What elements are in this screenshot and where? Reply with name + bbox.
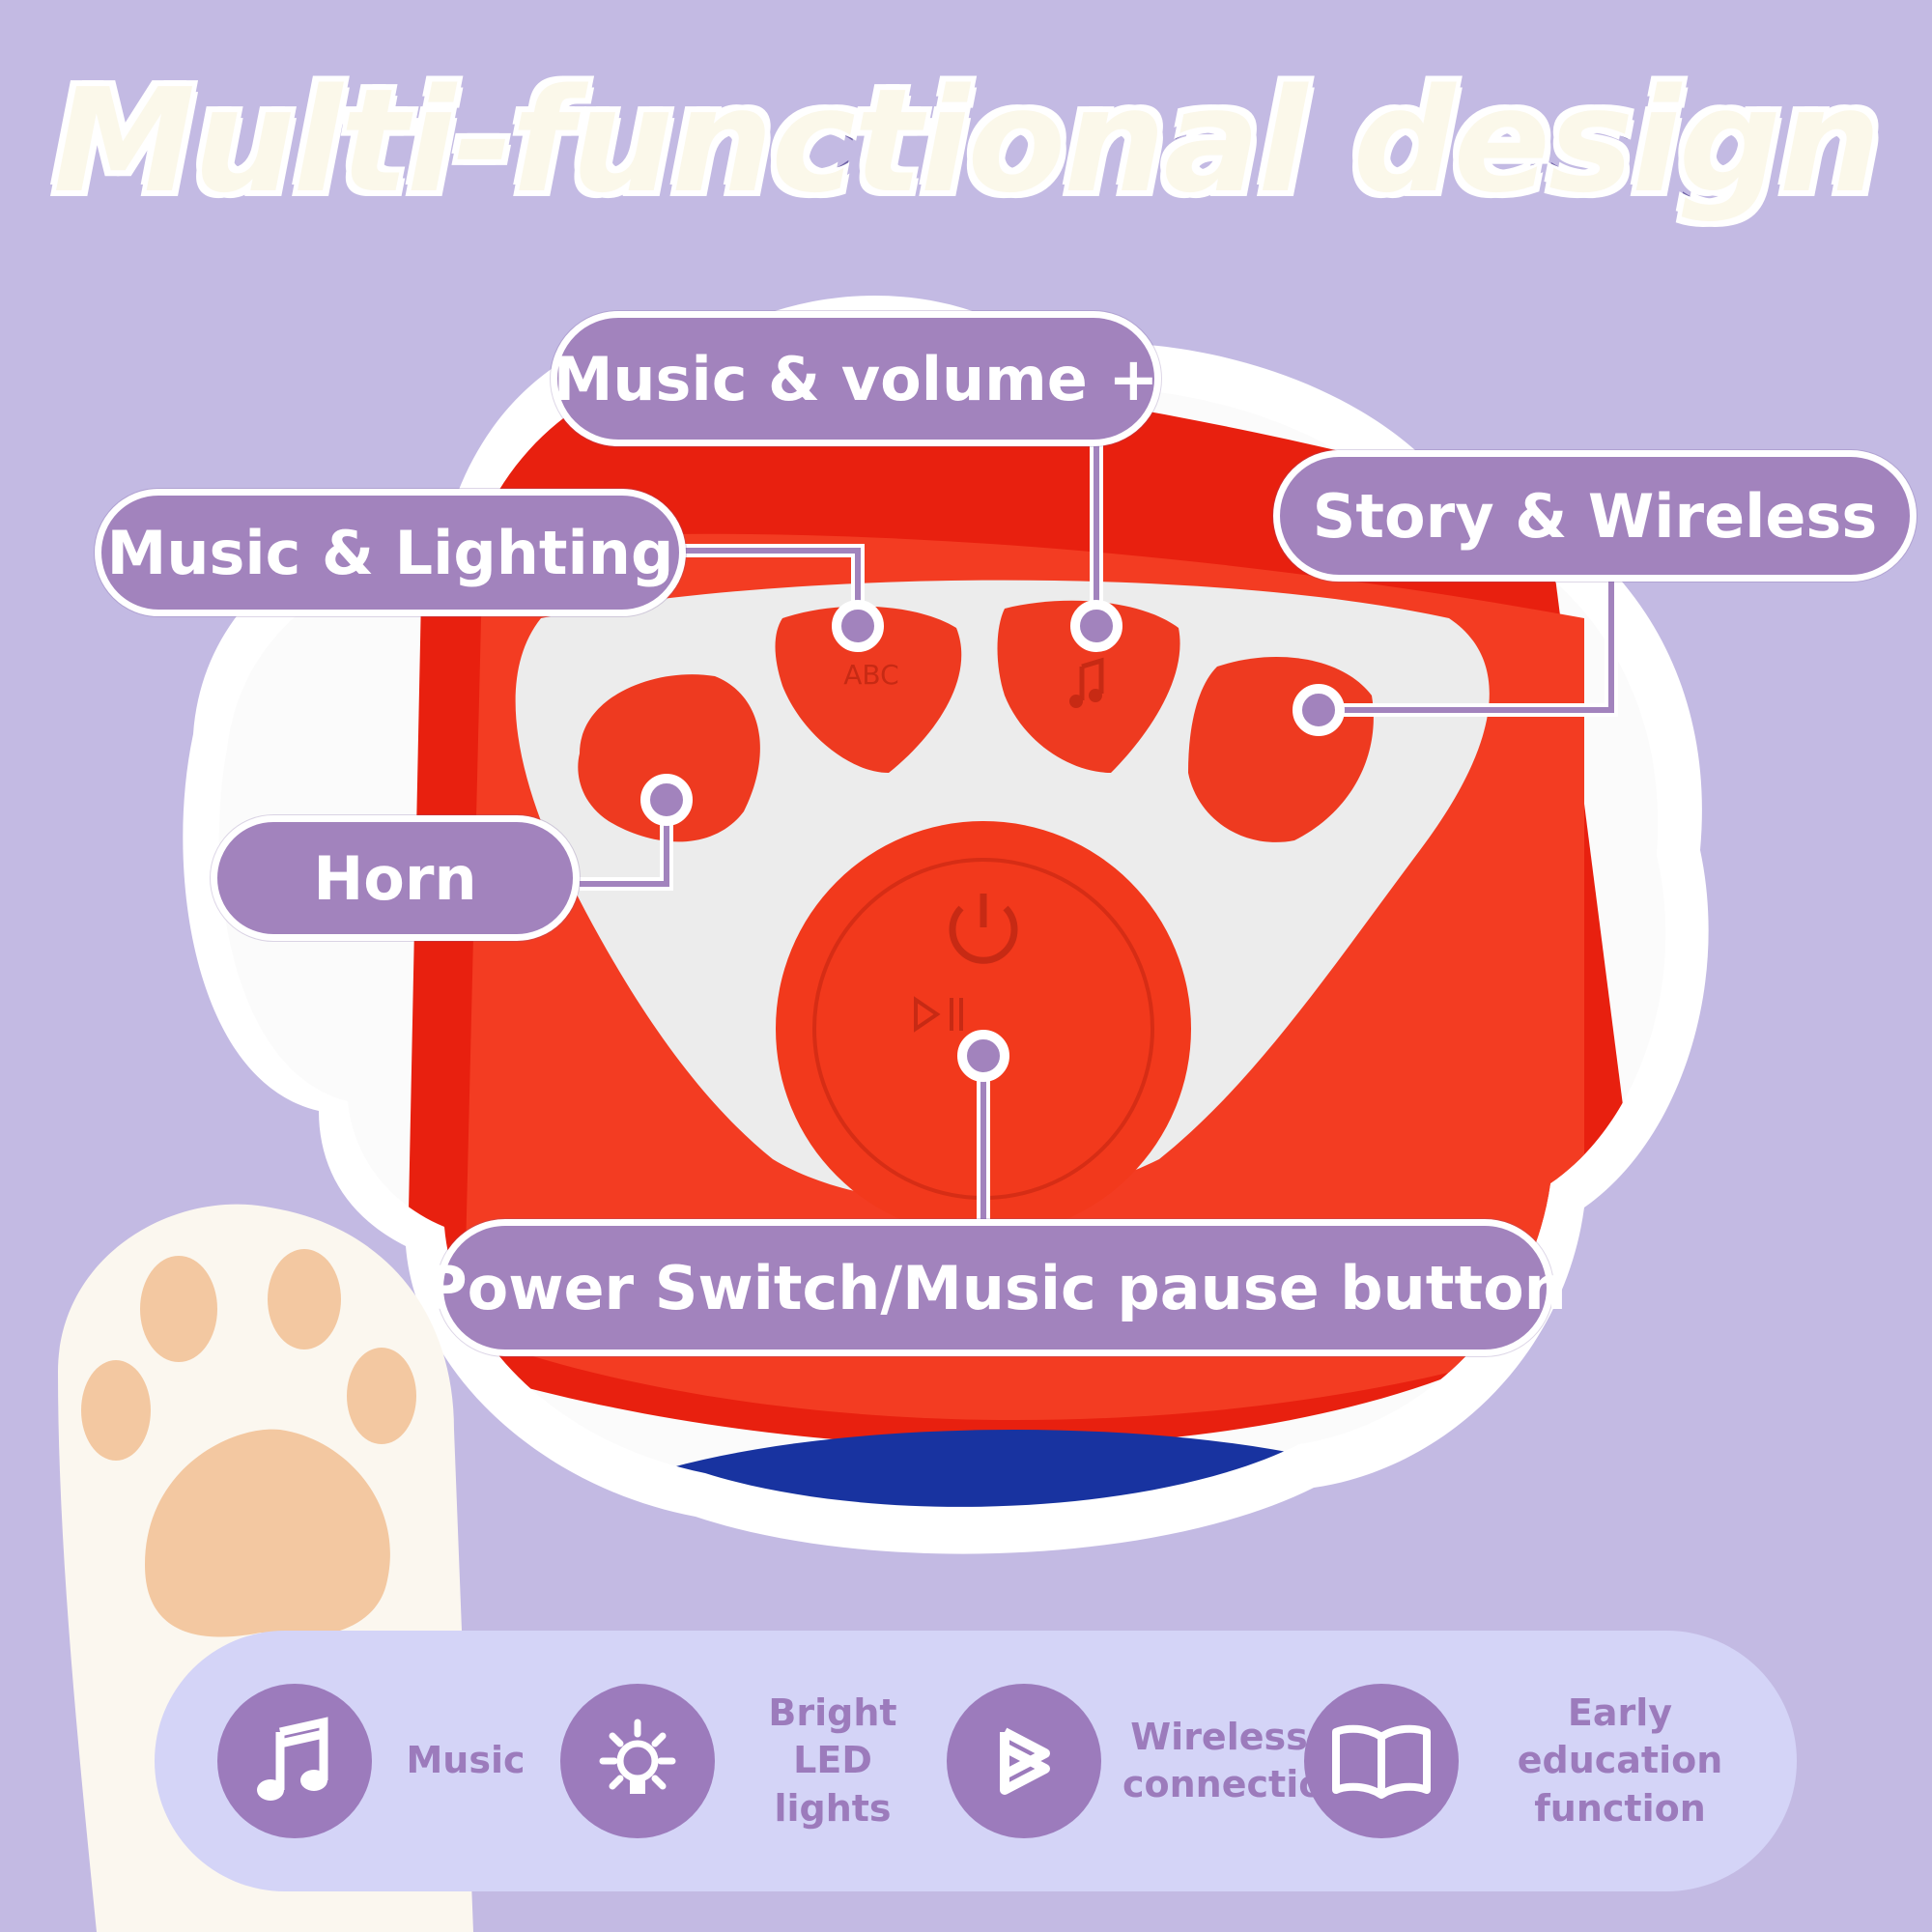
- feature-label: function: [1534, 1786, 1706, 1830]
- feature-bar: Music: [155, 1631, 1797, 1891]
- label-music-volume: Music & volume +: [551, 311, 1161, 446]
- music-volume-button: [997, 600, 1180, 773]
- paw-toe-pad: [268, 1249, 341, 1350]
- label-horn: Horn: [211, 815, 580, 941]
- feature-led: Bright LED lights: [560, 1631, 929, 1891]
- feature-education: Early education function: [1304, 1631, 1760, 1891]
- paw-toe-pad: [347, 1348, 416, 1444]
- lightbulb-icon: [560, 1684, 715, 1838]
- wireless-icon: [947, 1684, 1101, 1838]
- paw-toe-pad: [140, 1256, 217, 1362]
- horn-button: [578, 674, 760, 842]
- label-music-lighting: Music & Lighting: [95, 489, 686, 616]
- paw-toe-pad: [81, 1360, 151, 1461]
- label-story-wireless: Story & Wireless: [1273, 450, 1917, 582]
- paw-main-pad: [145, 1429, 390, 1637]
- abc-mark: ABC: [843, 659, 898, 691]
- feature-label: Bright: [768, 1690, 897, 1734]
- music-note-icon: [217, 1684, 372, 1838]
- label-power-switch: Power Switch/Music pause button: [423, 1219, 1567, 1356]
- feature-label: LED lights: [774, 1739, 892, 1830]
- power-button: [776, 821, 1191, 1236]
- feature-label: Wireless: [1130, 1715, 1308, 1758]
- music-lighting-button: [775, 606, 962, 773]
- feature-music: Music: [217, 1631, 538, 1891]
- feature-label: connection: [1122, 1763, 1350, 1805]
- feature-label: Music: [406, 1739, 526, 1782]
- feature-label: Early education: [1517, 1690, 1723, 1782]
- page-title: Multi-functional design: [49, 55, 1884, 228]
- feature-wireless: Wireless connection: [947, 1631, 1350, 1891]
- open-book-icon: [1304, 1684, 1459, 1838]
